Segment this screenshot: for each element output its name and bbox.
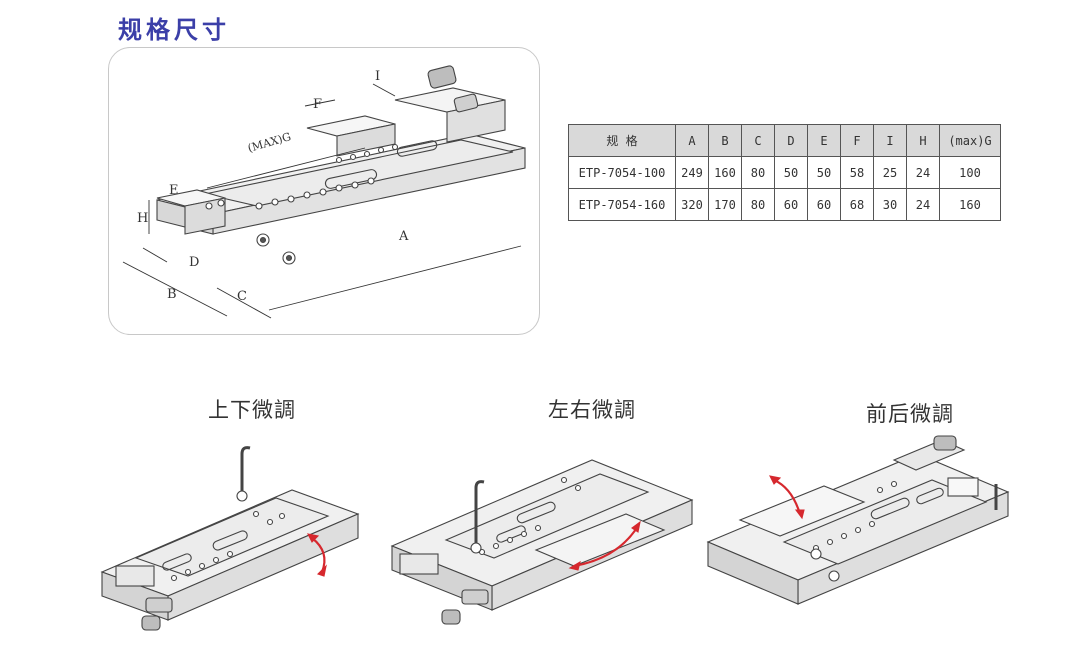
adjust-arrow — [573, 525, 639, 568]
spec-cell: 249 — [675, 156, 709, 189]
spec-cell: 100 — [939, 156, 1001, 189]
spec-cell: 170 — [708, 188, 742, 221]
spec-cell: 80 — [741, 156, 775, 189]
horizontal-adjust-illustration — [390, 459, 694, 625]
spec-cell: 50 — [774, 156, 808, 189]
spec-cell: 25 — [873, 156, 907, 189]
spec-table: 规 格 A B C D E F I H (max)G ETP-7054-100 … — [568, 124, 1001, 221]
adjust-screw — [453, 93, 479, 113]
section-title: 规格尺寸 — [118, 16, 230, 44]
dim-label-g: (MAX)G — [246, 130, 292, 155]
dim-label-h: H — [137, 211, 148, 226]
front-back-adjust-illustration — [706, 435, 1010, 605]
spec-header-cell: B — [708, 124, 742, 157]
arrow-head-icon — [794, 509, 805, 520]
dim-label-c: C — [237, 289, 247, 304]
bolt-heads — [256, 233, 296, 265]
spec-header-cell: H — [906, 124, 940, 157]
spec-cell: 320 — [675, 188, 709, 221]
vertical-adjust-illustration — [100, 446, 360, 631]
caption-horizontal-adjust: 左右微調 — [548, 398, 636, 422]
table-row: ETP-7054-160 320 170 80 60 60 68 30 24 1… — [568, 188, 1001, 221]
spec-cell: ETP-7054-160 — [568, 188, 676, 221]
arrow-head-icon — [316, 564, 327, 577]
spec-header-cell: 规 格 — [568, 124, 676, 157]
dim-label-f: F — [313, 97, 322, 112]
spec-header-cell: A — [675, 124, 709, 157]
spec-cell: 24 — [906, 188, 940, 221]
spec-cell: 60 — [774, 188, 808, 221]
dim-label-a: A — [398, 229, 409, 244]
arrow-head-icon — [307, 533, 320, 543]
mounting-holes — [205, 143, 399, 210]
spec-header-cell: I — [873, 124, 907, 157]
spec-cell: 60 — [807, 188, 841, 221]
screw-knob — [427, 65, 457, 89]
caption-vertical-adjust: 上下微調 — [208, 398, 296, 422]
spec-header-cell: C — [741, 124, 775, 157]
body-top — [204, 139, 514, 207]
spec-cell: 80 — [741, 188, 775, 221]
arrow-head-icon — [568, 560, 581, 571]
spec-cell: 58 — [840, 156, 874, 189]
dim-label-d: D — [189, 255, 199, 270]
spec-cell: 50 — [807, 156, 841, 189]
spec-cell: ETP-7054-100 — [568, 156, 676, 189]
arrow-head-icon — [769, 475, 782, 485]
caption-front-back-adjust: 前后微調 — [866, 402, 954, 426]
spec-cell: 68 — [840, 188, 874, 221]
vise-dimension-diagram: B D C A E H (MAX)G F I — [122, 65, 526, 319]
spec-header-cell: E — [807, 124, 841, 157]
spec-cell: 160 — [939, 188, 1001, 221]
arrow-head-icon — [631, 520, 641, 533]
spec-cell: 24 — [906, 156, 940, 189]
dim-label-e: E — [169, 183, 179, 198]
fixed-jaw-front — [184, 197, 226, 235]
slot-rear — [396, 140, 438, 157]
spec-table-header-row: 规 格 A B C D E F I H (max)G — [568, 124, 1001, 157]
table-row: ETP-7054-100 249 160 80 50 50 58 25 24 1… — [568, 156, 1001, 189]
spec-cell: 160 — [708, 156, 742, 189]
spec-header-cell: D — [774, 124, 808, 157]
dimension-diagram-panel: B D C A E H (MAX)G F I — [108, 47, 540, 335]
dim-label-i: I — [375, 69, 380, 84]
spec-header-cell: F — [840, 124, 874, 157]
spec-cell: 30 — [873, 188, 907, 221]
spec-header-cell: (max)G — [939, 124, 1001, 157]
dim-label-b: B — [167, 287, 177, 302]
